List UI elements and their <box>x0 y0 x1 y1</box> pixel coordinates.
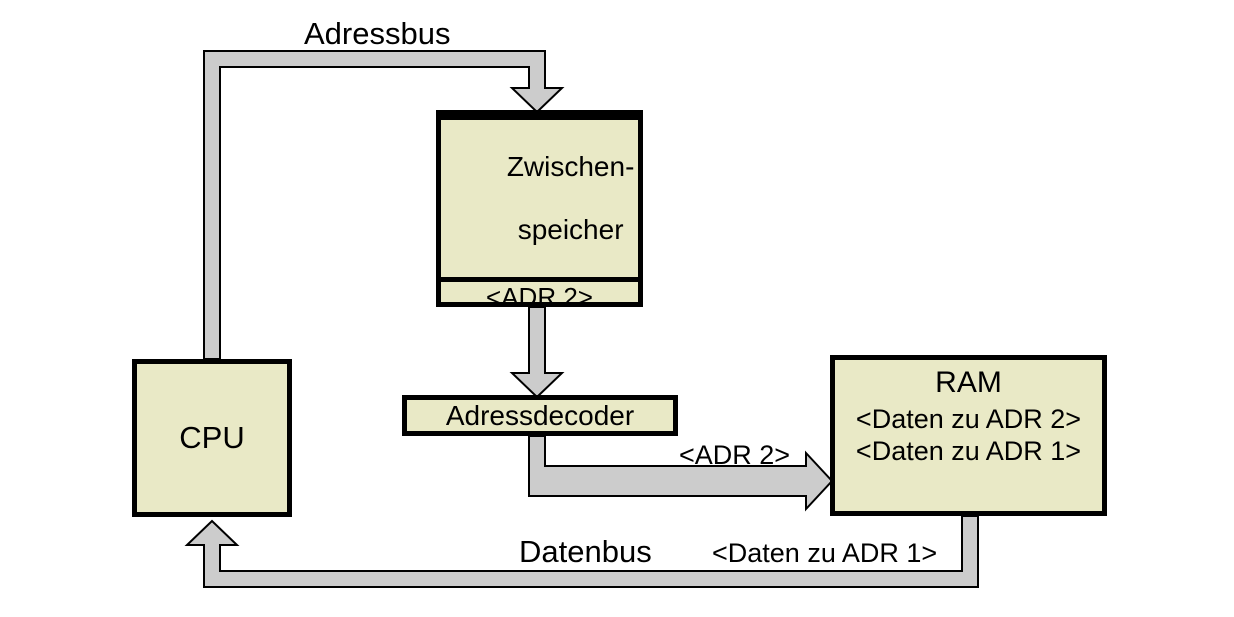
node-zwischenspeicher[interactable]: Zwischen- speicher <ADR 2> <box>436 110 643 312</box>
node-cpu-label: CPU <box>179 420 245 455</box>
datenbus-label: Datenbus <box>519 534 652 569</box>
zwischenspeicher-label-line1: Zwischen- <box>506 151 635 183</box>
zwischenspeicher-slot-bottom: <ADR 2> <box>441 282 638 313</box>
decoder-to-ram-label: <ADR 2> <box>679 440 791 470</box>
adressbus-label: Adressbus <box>304 16 451 51</box>
zwischenspeicher-label-line2: speicher <box>517 214 624 246</box>
zwischenspeicher-slot-top <box>441 115 638 120</box>
datenbus-payload-label: <Daten zu ADR 1> <box>712 538 938 568</box>
zwischenspeicher-label: Zwischen- speicher <box>445 120 635 277</box>
adressbus-connector <box>203 50 565 360</box>
datenbus-connector <box>184 515 979 588</box>
zwischenspeicher-slot-bottom-value: <ADR 2> <box>486 281 593 312</box>
zwischenspeicher-adressdecoder-connector <box>509 306 565 399</box>
zwischenspeicher-slot-main: Zwischen- speicher <box>441 120 638 282</box>
node-cpu[interactable]: CPU <box>132 359 292 517</box>
node-ram-title: RAM <box>935 366 1002 399</box>
node-ram-line-1: <Daten zu ADR 2> <box>855 404 1082 434</box>
node-ram[interactable]: RAM <Daten zu ADR 2> <Daten zu ADR 1> <box>830 355 1107 516</box>
adressdecoder-ram-connector <box>528 435 834 512</box>
node-adressdecoder[interactable]: Adressdecoder <box>402 395 678 436</box>
node-adressdecoder-label: Adressdecoder <box>445 399 635 431</box>
node-ram-line-2: <Daten zu ADR 1> <box>855 435 1082 466</box>
